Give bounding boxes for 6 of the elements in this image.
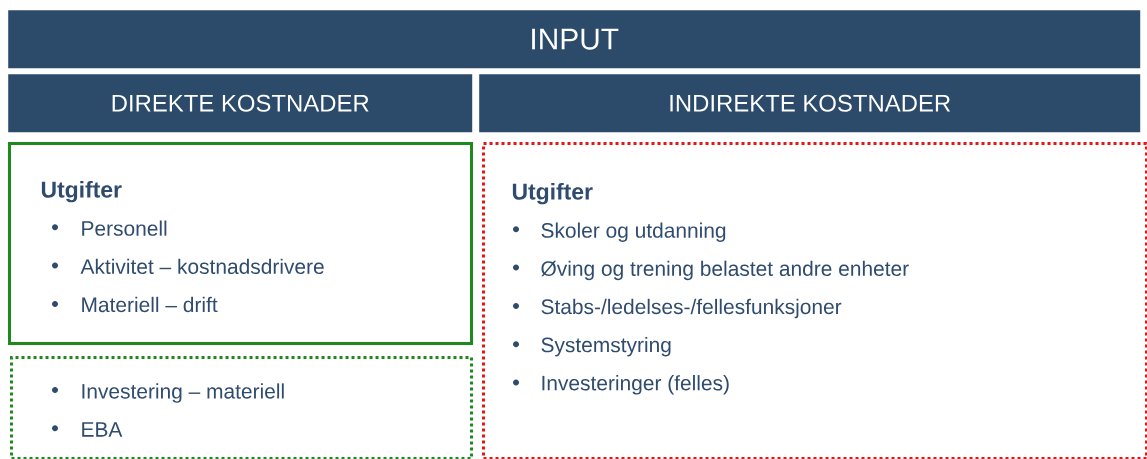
heading-band: INPUT: [8, 10, 1141, 69]
list-box: Utgifter Personell Aktivitet – kostnadsdrivere Materiell – drift: [8, 142, 473, 345]
heading-band: INDIREKTE KOSTNADER: [479, 74, 1141, 133]
list-box: Utgifter Skoler og utdanning Øving og trening belastet andre enheter Stabs-/ledelses-/fellesfunksjoner Systemstyring Investeringer (felles): [482, 142, 1147, 459]
heading-band: DIREKTE KOSTNADER: [8, 74, 473, 133]
list-box: Investering – materiell EBA: [10, 356, 473, 459]
